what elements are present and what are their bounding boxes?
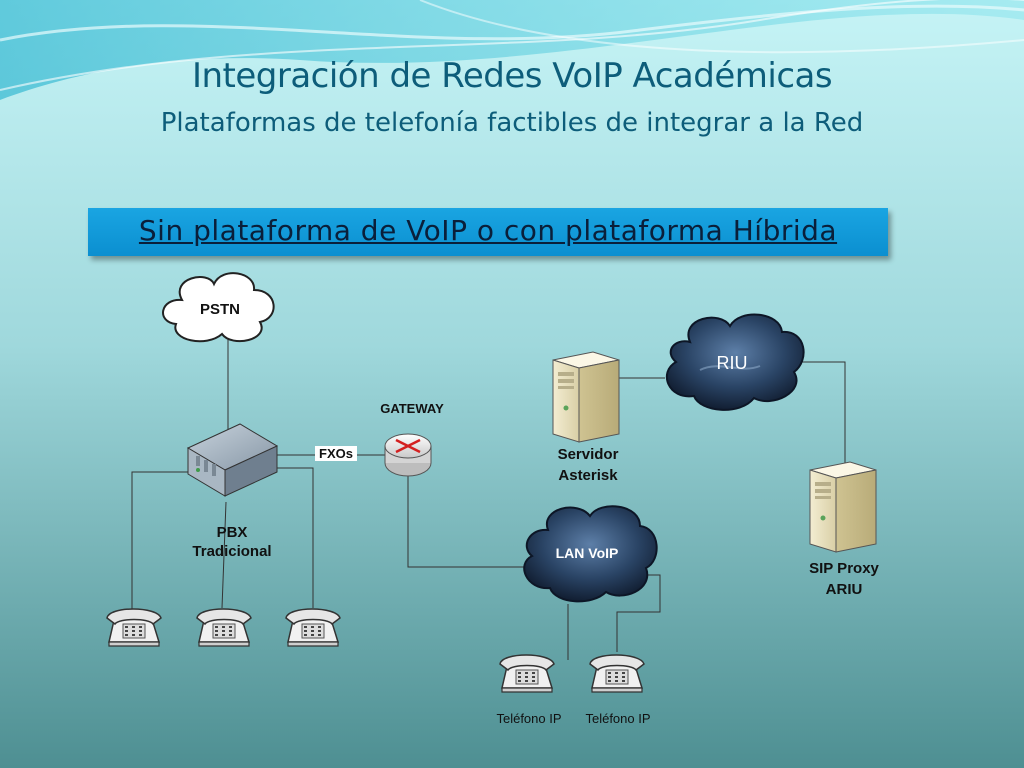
link-riu-sip: [800, 361, 846, 467]
riu-cloud: [665, 313, 805, 411]
asterisk-label-line2: Asterisk: [558, 467, 618, 484]
slide-title: Integración de Redes VoIP Académicas: [191, 56, 833, 96]
lan-voip-label: LAN VoIP: [555, 545, 619, 561]
link-pbx-phone-3: [277, 467, 314, 608]
lan-voip-cloud: [523, 505, 658, 603]
asterisk-label-line1: Servidor: [557, 446, 619, 463]
link-gateway-lan: [407, 476, 525, 568]
asterisk-server-icon: [552, 351, 620, 443]
pstn-cloud: [162, 272, 275, 343]
link-pbx-phone-1: [131, 471, 188, 612]
section-banner-text: Sin plataforma de VoIP o con plataforma …: [138, 214, 838, 247]
analog-phone-icon-3: [285, 608, 341, 647]
slide-subtitle: Plataformas de telefonía factibles de in…: [160, 108, 864, 138]
gateway-router-icon: [384, 433, 432, 477]
ip-phone-icon-2: [589, 654, 645, 693]
link-lan-phone-2: [616, 574, 661, 652]
analog-phone-icon-1: [106, 608, 162, 647]
pbx-label-line2: Tradicional: [192, 543, 272, 560]
pbx-label-line1: PBX: [216, 524, 248, 541]
fxos-label: FXOs: [315, 446, 357, 461]
ip-phone-label-2: Teléfono IP: [585, 711, 651, 726]
gateway-label: GATEWAY: [380, 401, 444, 416]
sip-proxy-label-line1: SIP Proxy: [809, 560, 879, 577]
pstn-label: PSTN: [199, 301, 240, 318]
ip-phone-icon-1: [499, 654, 555, 693]
section-banner: Sin plataforma de VoIP o con plataforma …: [88, 208, 888, 256]
link-pbx-phone-2: [221, 501, 227, 609]
analog-phone-icon-2: [196, 608, 252, 647]
sip-proxy-server-icon: [809, 461, 877, 553]
pbx-icon: [186, 423, 279, 497]
ip-phone-label-1: Teléfono IP: [496, 711, 562, 726]
riu-label: RIU: [716, 353, 748, 373]
sip-proxy-label-line2: ARIU: [825, 581, 863, 598]
